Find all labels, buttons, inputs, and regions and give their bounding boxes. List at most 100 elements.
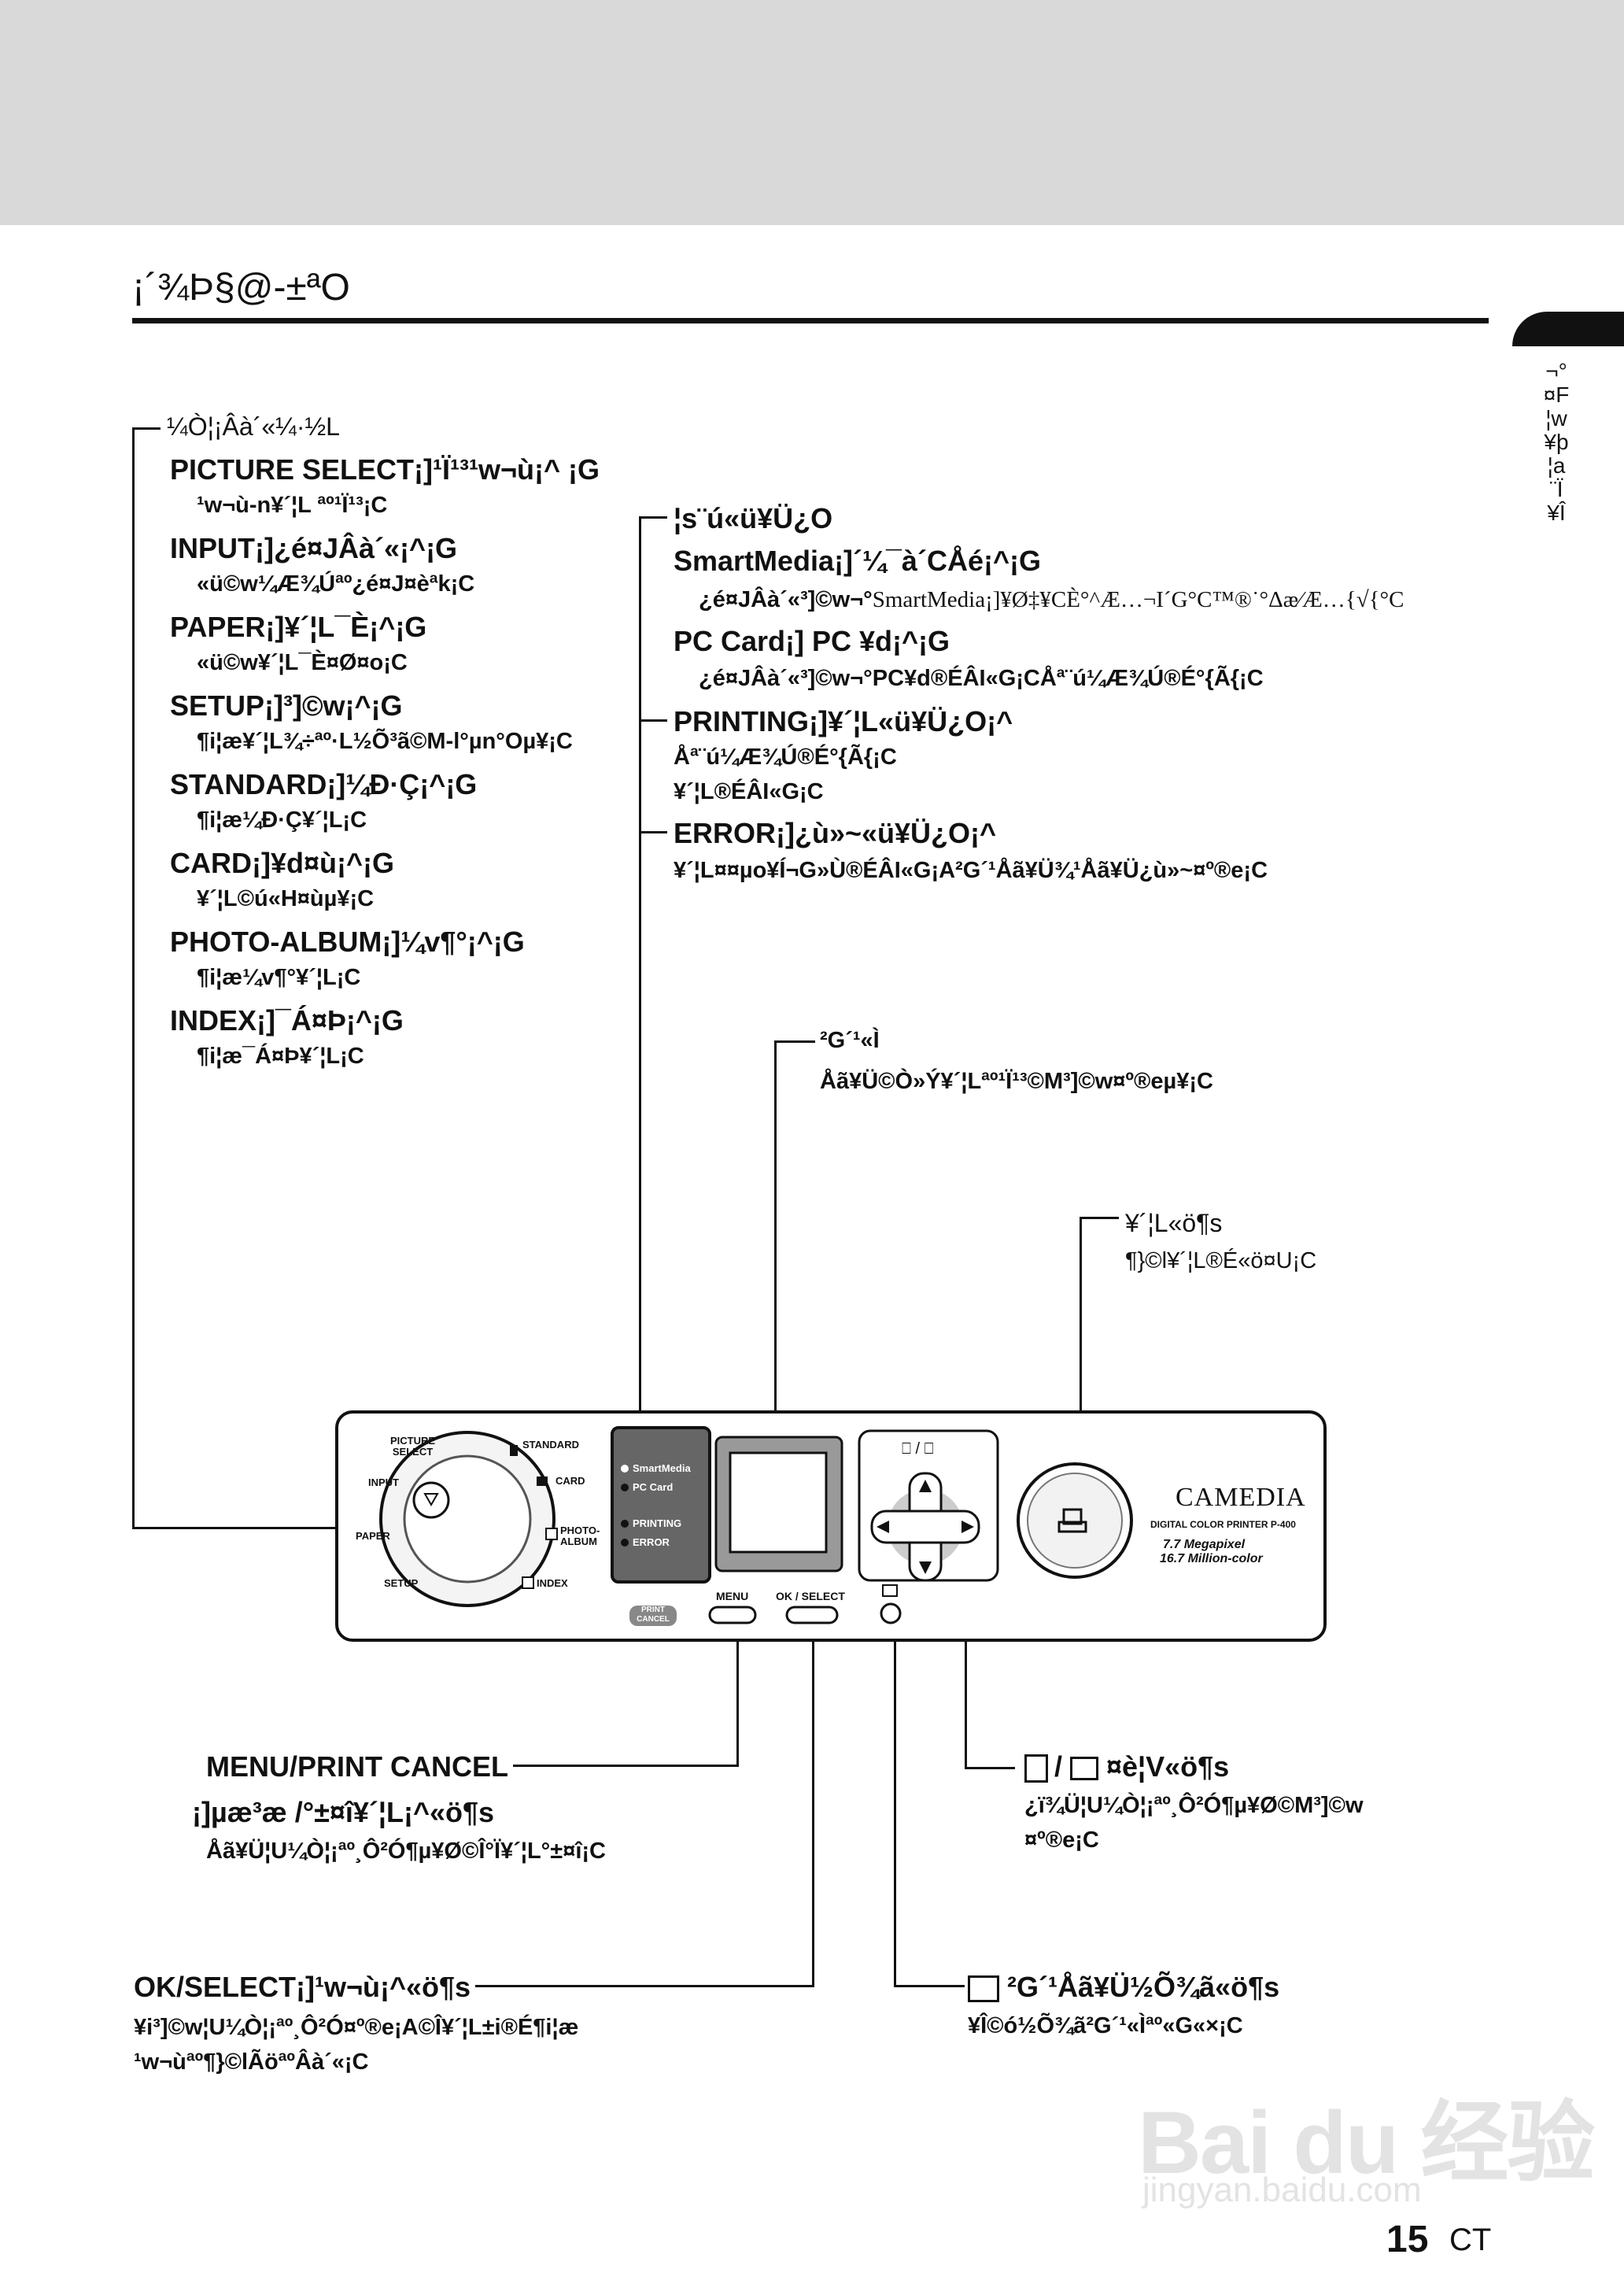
- arrow-up-icon: [919, 1480, 932, 1492]
- backlight-icon: [968, 1975, 999, 2003]
- led-label-pccard: PC Card: [633, 1481, 674, 1493]
- menu-button[interactable]: [710, 1607, 755, 1623]
- pccard-label: PC Card¡] PC ¥d¡^¡G: [674, 625, 950, 657]
- mode-item-desc: ¶i¦æ¥´¦L¾÷ªº·L½Õ³ã©M-l°µn°Oµ¥¡C: [197, 729, 573, 754]
- dial-label-card: CARD: [555, 1475, 585, 1487]
- rotate-line1: ¿ï¾Ü¦U¼Ò¦¡ªº¸Ô²Ó¶µ¥Ø©M³]©w: [1024, 1793, 1364, 1818]
- printing-desc-1: Åª¨ú¼Æ¾Ú®É°{Ã{¡C: [674, 745, 897, 770]
- dial-label-input: INPUT: [368, 1476, 399, 1488]
- ok-select-line1: ¥i³]©w¦U¼Ò¦¡ªº¸Ô²Ó¤º®e¡A©Î¥´¦L±i®É¶i¦æ: [134, 2015, 579, 2040]
- leader-line: [639, 831, 667, 833]
- ok-select-heading: OK/SELECT¡]¹w¬ù¡^«ö¶s: [134, 1971, 471, 2003]
- ok-select-button[interactable]: [787, 1607, 837, 1623]
- arrow-left-icon: [877, 1521, 889, 1533]
- smartmedia-desc: ¿é¤JÂà´«³]©w¬°SmartMedia¡]¥Ø‡¥CÈ°^Æ…¬I´G…: [699, 587, 1404, 613]
- print-button-desc: ¶}©l¥´¦L®É«ö¤U¡C: [1125, 1248, 1317, 1273]
- dial-label-setup: SETUP: [384, 1577, 419, 1589]
- smartmedia-label: SmartMedia¡]´¼¯à´CÅé¡^¡G: [674, 545, 1041, 577]
- dial-label-standard: STANDARD: [522, 1439, 579, 1451]
- menu-print-cancel-line2: Åã¥Ü¦U¼Ò¦¡ªº¸Ô²Ó¶µ¥Ø©Î°Ï¥´¦L°±¤î¡C: [206, 1839, 606, 1864]
- photo-album-mark: [545, 1528, 558, 1540]
- leader-line: [894, 1620, 896, 1986]
- mode-item-label: CARD¡]¥d¤ù¡^¡G: [170, 847, 394, 879]
- side-tab-char: ¦a: [1547, 453, 1566, 478]
- leader-line: [736, 1629, 739, 1767]
- dial-pointer: [412, 1481, 450, 1519]
- leader-line: [774, 1040, 815, 1043]
- mode-dial-heading: ¼Ò¦¡Âà´«¼·½L: [167, 412, 340, 441]
- rotate-heading: /¤è¦V«ö¶s: [1024, 1750, 1229, 1783]
- mode-item-label: SETUP¡]³]©w¡^¡G: [170, 689, 403, 722]
- dial-label-select: SELECT: [392, 1446, 434, 1458]
- error-desc: ¥´¦L¤¤µo¥Í¬G»Ù®ÉÂI«G¡A²G´¹Åã¥Ü¾¹Åã¥Ü¿ù»~…: [674, 858, 1268, 883]
- led-label-printing: PRINTING: [633, 1517, 682, 1529]
- backlight-button-shape: [880, 1602, 902, 1624]
- lcd-screen: [729, 1451, 828, 1554]
- smartmedia-desc-a: ¿é¤JÂà´«³]©w¬°: [699, 587, 873, 612]
- leader-line: [639, 516, 667, 519]
- leader-line: [965, 1590, 967, 1769]
- led-smartmedia: [621, 1465, 629, 1473]
- led-label-smartmedia: SmartMedia: [633, 1462, 691, 1474]
- menu-print-cancel-heading: MENU/PRINT CANCEL: [206, 1750, 508, 1783]
- dpad[interactable]: [872, 1473, 979, 1580]
- rotate-heading-label: ¤è¦V«ö¶s: [1106, 1750, 1230, 1783]
- smartmedia-desc-b: SmartMedia¡]¥Ø‡¥CÈ°^Æ…¬I´G°C™®˙°Δæ⁄Æ…{√{…: [872, 587, 1404, 612]
- indicator-panel: [611, 1426, 711, 1584]
- rotate-line2: ¤º®e¡C: [1024, 1828, 1099, 1853]
- dial-label-picture-select: PICTURE SELECT: [390, 1436, 435, 1458]
- print-button: [1027, 1473, 1123, 1569]
- leader-line: [894, 1985, 965, 1987]
- backlight-heading-label: ²G´¹Åã¥Ü½Õ¾ã«ö¶s: [1007, 1971, 1280, 2003]
- watermark-logo: Bai du 经验: [1138, 2094, 1595, 2192]
- print-cancel-button[interactable]: PRINT CANCEL: [629, 1606, 677, 1626]
- error-label: ERROR¡]¿ù»~«ü¥Ü¿O¡^: [674, 817, 997, 849]
- index-mark: [522, 1576, 534, 1589]
- menu-button-shape: [708, 1606, 757, 1624]
- mode-dial-control[interactable]: [404, 1456, 530, 1582]
- lcd-heading: ²G´¹«Ì: [820, 1028, 880, 1053]
- ok-select-line2: ¹w¬ùªº¶}©lÃöªºÂà´«¡C: [134, 2049, 369, 2075]
- mode-item-label: INDEX¡]¯Á¤Þ¡^¡G: [170, 1004, 404, 1037]
- rotate-panel-label: ⎕ / ⎕: [902, 1440, 934, 1458]
- mode-item-desc: ¶i¦æ¯Á¤Þ¥´¦L¡C: [197, 1044, 364, 1069]
- title-rule: [132, 318, 1489, 323]
- mode-item-desc: ¥´¦L©ú«H¤ùµ¥¡C: [197, 886, 375, 911]
- print-button-heading: ¥´¦L«ö¶s: [1125, 1209, 1223, 1237]
- page-suffix: CT: [1449, 2223, 1492, 2257]
- led-error: [621, 1539, 629, 1547]
- mode-item-label: PAPER¡]¥´¦L¯È¡^¡G: [170, 611, 427, 643]
- print-button-hit[interactable]: [1028, 1473, 1122, 1568]
- leader-line: [132, 1527, 439, 1529]
- backlight-button[interactable]: [881, 1604, 900, 1623]
- mode-item-desc: ¹w¬ù-n¥´¦L ªº¹Ï¹³¡C: [197, 493, 388, 518]
- led-printing: [621, 1520, 629, 1528]
- pccard-desc-a: ¿é¤JÂà´«³]©w¬°: [699, 666, 873, 691]
- leader-line: [774, 1040, 777, 1450]
- mode-item-desc: ¶i¦æ¼Ð·Ç¥´¦L¡C: [197, 808, 367, 833]
- printing-desc-2: ¥´¦L®ÉÂI«G¡C: [674, 779, 824, 804]
- leader-line: [965, 1767, 1015, 1769]
- side-tab-char: ¦w: [1545, 406, 1567, 431]
- print-cancel-label-2: CANCEL: [637, 1615, 670, 1624]
- rotate-icon: [1024, 1754, 1048, 1783]
- side-tab-char: ¬°: [1545, 359, 1567, 383]
- leader-line: [132, 427, 161, 430]
- leader-line: [132, 427, 135, 1529]
- mode-item-label: PICTURE SELECT¡]¹Ï¹³¹w¬ù¡^ ¡G: [170, 453, 600, 486]
- dial-label-index: INDEX: [537, 1577, 568, 1589]
- side-tab-char: ¤F: [1543, 382, 1570, 407]
- spec-color: 16.7 Million-color: [1160, 1552, 1263, 1565]
- pccard-desc: ¿é¤JÂà´«³]©w¬°PC¥d®ÉÂI«G¡CÅª¨ú¼Æ¾Ú®É°{Ã{…: [699, 666, 1264, 692]
- leader-line: [639, 516, 641, 1429]
- side-tab-char: ¥þ: [1544, 430, 1569, 454]
- led-label-error: ERROR: [633, 1536, 670, 1548]
- ok-select-button-label: OK / SELECT: [776, 1590, 845, 1602]
- backlight-desc: ¥Î©ó½Õ¾ã²G´¹«Ìªº«G«×¡C: [968, 2013, 1243, 2038]
- leader-line: [475, 1985, 814, 1987]
- model-name: DIGITAL COLOR PRINTER P-400: [1150, 1519, 1296, 1530]
- arrow-right-icon: [961, 1521, 974, 1533]
- dpad-horizontal: [870, 1510, 980, 1544]
- dial-label-paper: PAPER: [356, 1530, 390, 1542]
